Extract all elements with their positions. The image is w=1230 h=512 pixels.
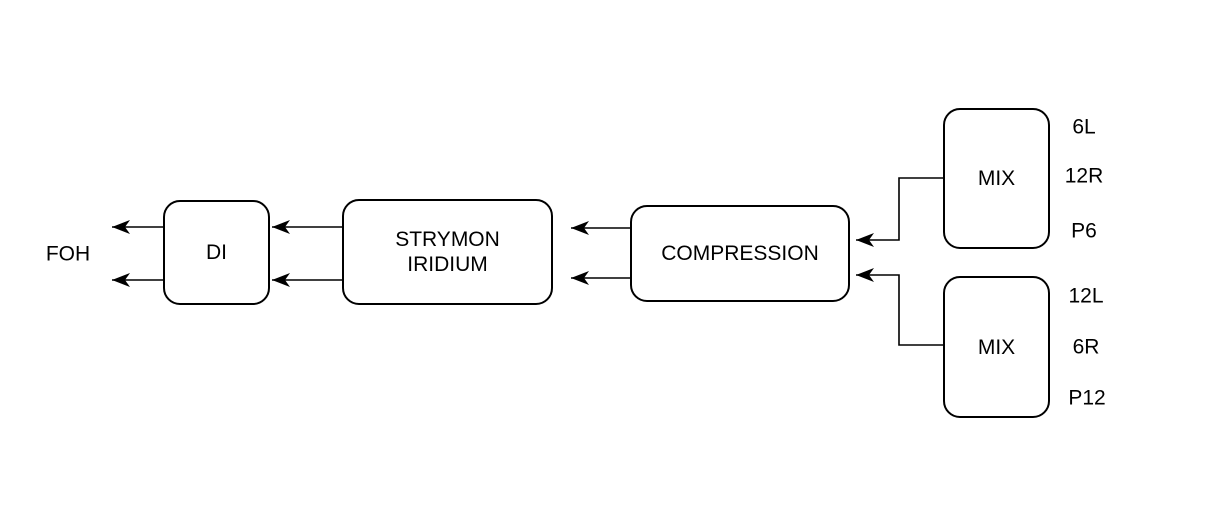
mix-bottom-node-label: MIX — [977, 335, 1016, 359]
di-node-label: DI — [206, 241, 227, 264]
arrow-mix-top-to-compression — [856, 177, 943, 247]
mix-bottom-port-label-p12: P12 — [1068, 386, 1106, 410]
mix-bottom-port-label-12l: 12L — [1068, 284, 1104, 308]
mix-top-port-label-p6: P6 — [1071, 219, 1097, 243]
compression-node: COMPRESSION — [630, 205, 850, 302]
di-node: DI — [163, 200, 270, 305]
compression-node-label: COMPRESSION — [661, 242, 819, 265]
strymon-node-label-line2: IRIDIUM — [407, 253, 488, 276]
mix-top-node: MIX — [943, 108, 1050, 249]
strymon-node-label-line1: STRYMON — [395, 228, 500, 251]
mix-top-node-label: MIX — [977, 167, 1016, 190]
mix-bottom-node: MIX — [943, 276, 1050, 418]
foh-label: FOH — [45, 242, 91, 266]
mix-top-port-label-6l: 6L — [1072, 115, 1096, 139]
strymon-iridium-node: STRYMON IRIDIUM — [342, 199, 553, 305]
arrow-mix-bottom-to-compression — [856, 268, 943, 346]
mix-bottom-port-label-6r: 6R — [1072, 335, 1100, 359]
mix-top-port-label-12r: 12R — [1064, 164, 1104, 188]
